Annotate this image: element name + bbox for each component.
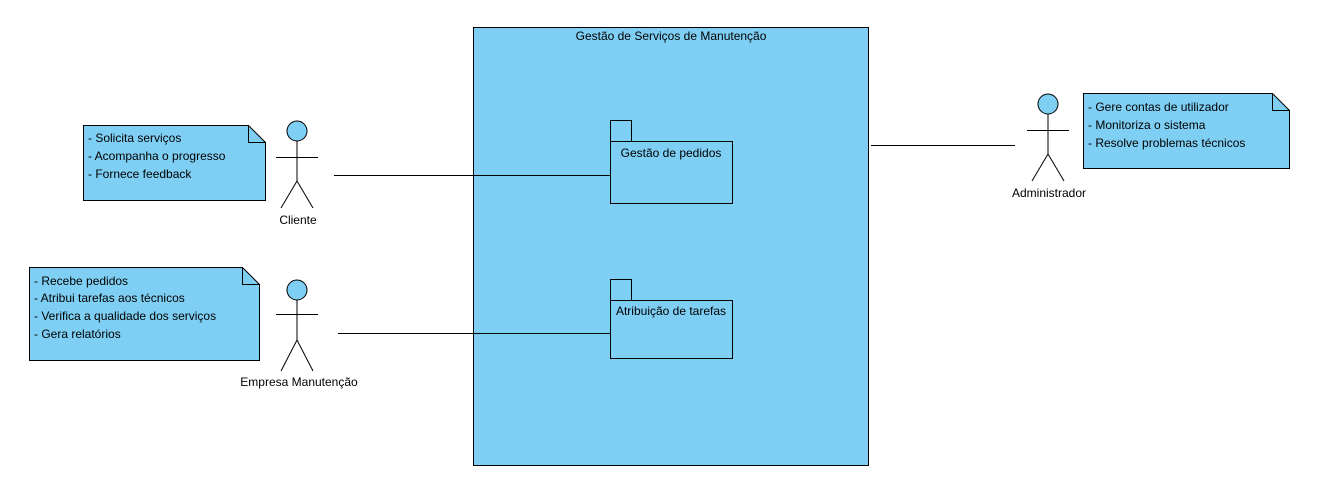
actor-empresa-manutencao[interactable]: Empresa Manutenção [240,279,358,389]
actor-name: Empresa Manutenção [240,375,358,389]
note-empresa[interactable]: - Recebe pedidos - Atribui tarefas aos t… [29,267,260,361]
actor-name: Cliente [279,213,317,227]
note-line: - Resolve problemas técnicos [1088,136,1245,150]
package-label: Atribuição de tarefas [616,304,726,318]
package-label: Gestão de pedidos [621,146,722,160]
system-title: Gestão de Serviços de Manutenção [576,29,767,43]
note-line: - Monitoriza o sistema [1088,118,1206,132]
system-boundary[interactable]: Gestão de Serviços de Manutenção [473,27,869,466]
note-cliente[interactable]: - Solicita serviços - Acompanha o progre… [83,125,266,201]
note-administrador[interactable]: - Gere contas de utilizador - Monitoriza… [1083,93,1290,169]
actor-head-icon [1037,93,1059,115]
note-line: - Acompanha o progresso [88,149,226,163]
actor-administrador[interactable]: Administrador [1012,93,1086,200]
note-line: - Solicita serviços [88,131,181,145]
package-atribuicao-tarefas[interactable]: Atribuição de tarefas [610,279,733,359]
actor-head-icon [286,120,308,142]
note-line: - Recebe pedidos [34,274,128,288]
note-line: - Gera relatórios [34,327,121,341]
note-line: - Verifica a qualidade dos serviços [34,309,216,323]
actor-name: Administrador [1012,186,1086,200]
actor-head-icon [286,279,308,301]
note-line: - Fornece feedback [88,167,192,181]
note-line: - Atribui tarefas aos técnicos [34,291,185,305]
note-line: - Gere contas de utilizador [1088,100,1229,114]
actor-cliente[interactable]: Cliente [276,120,318,227]
package-gestao-pedidos[interactable]: Gestão de pedidos [610,120,733,204]
